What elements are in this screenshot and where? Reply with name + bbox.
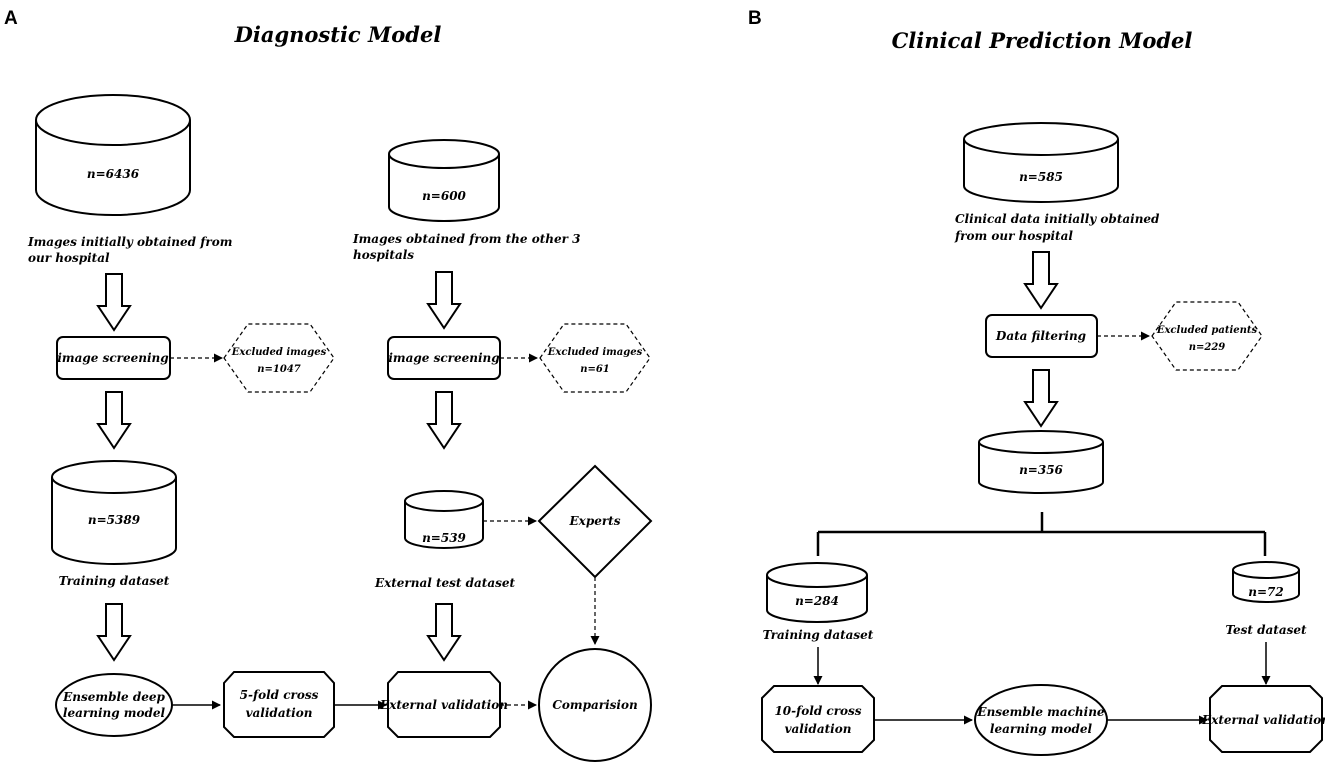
external-count: n=539 bbox=[422, 531, 466, 545]
ten-fold-cv-line2: validation bbox=[785, 722, 852, 736]
right-source-caption-line2: hospitals bbox=[353, 248, 414, 262]
comparison-circle bbox=[538, 648, 652, 762]
clinical-test-cylinder bbox=[1232, 561, 1300, 603]
split-connector bbox=[816, 512, 1267, 556]
five-fold-cv-box bbox=[223, 671, 335, 738]
clinical-external-validation-label: External validation bbox=[1201, 713, 1325, 727]
excluded-patients-label: Excluded patients bbox=[1156, 325, 1258, 336]
comparison-label: Comparision bbox=[552, 698, 637, 712]
hollow-down-arrow bbox=[1023, 369, 1059, 428]
ten-fold-cv-box bbox=[761, 685, 875, 753]
right-source-caption-line1: Images obtained from the other 3 bbox=[352, 232, 580, 246]
left-source-cylinder bbox=[35, 94, 191, 216]
hollow-down-arrow bbox=[96, 391, 132, 450]
training-count: n=5389 bbox=[88, 513, 141, 527]
clinical-test-count: n=72 bbox=[1248, 585, 1283, 599]
clinical-source-count: n=585 bbox=[1019, 170, 1063, 184]
five-fold-cv-line2: validation bbox=[246, 706, 313, 720]
ensemble-machine-learning-ellipse bbox=[974, 684, 1108, 756]
left-excluded-hexagon bbox=[223, 323, 335, 393]
external-test-cylinder bbox=[404, 490, 484, 549]
ensemble-deep-label-line1: Ensemble deep bbox=[62, 690, 165, 704]
panel-a-title: Diagnostic Model bbox=[234, 22, 442, 47]
external-validation-box bbox=[387, 671, 501, 738]
excluded-patients-count: n=229 bbox=[1189, 342, 1226, 353]
ensemble-machine-label-line1: Ensemble machine bbox=[976, 705, 1105, 719]
clinical-training-caption: Training dataset bbox=[763, 628, 874, 642]
data-filtering-label: Data filtering bbox=[995, 329, 1086, 343]
right-source-cylinder bbox=[388, 139, 500, 222]
clinical-training-count: n=284 bbox=[795, 594, 839, 608]
left-excluded-count: n=1047 bbox=[257, 364, 301, 375]
left-excluded-label: Excluded images bbox=[231, 347, 327, 358]
left-source-count: n=6436 bbox=[87, 167, 140, 181]
ensemble-machine-label-line2: learning model bbox=[990, 722, 1093, 736]
clinical-external-validation-box bbox=[1209, 685, 1323, 753]
right-source-count: n=600 bbox=[422, 189, 466, 203]
left-source-caption-line1: Images initially obtained from bbox=[27, 235, 232, 249]
left-source-caption-line2: our hospital bbox=[28, 251, 110, 265]
ensemble-deep-label-line2: learning model bbox=[63, 706, 166, 720]
clinical-test-caption: Test dataset bbox=[1225, 623, 1307, 637]
hollow-down-arrow bbox=[426, 391, 462, 450]
training-caption: Training dataset bbox=[59, 574, 170, 588]
filtered-cylinder bbox=[978, 430, 1104, 494]
panel-b-title: Clinical Prediction Model bbox=[892, 28, 1193, 53]
hollow-down-arrow bbox=[96, 273, 132, 332]
clinical-source-cylinder bbox=[963, 122, 1119, 203]
training-cylinder bbox=[51, 460, 177, 565]
external-caption: External test dataset bbox=[374, 576, 516, 590]
hollow-down-arrow bbox=[1023, 251, 1059, 310]
hollow-down-arrow bbox=[426, 603, 462, 662]
external-validation-label: External validation bbox=[379, 698, 508, 712]
clinical-source-caption-line1: Clinical data initially obtained bbox=[955, 212, 1160, 226]
right-excluded-hexagon bbox=[539, 323, 651, 393]
hollow-down-arrow bbox=[96, 603, 132, 662]
left-image-screening-label: image screening bbox=[57, 351, 168, 365]
right-excluded-count: n=61 bbox=[580, 364, 610, 375]
right-image-screening-label: image screening bbox=[388, 351, 499, 365]
panel-a-letter: A bbox=[4, 8, 18, 29]
clinical-training-cylinder bbox=[766, 562, 868, 623]
panel-b-letter: B bbox=[748, 8, 762, 29]
five-fold-cv-line1: 5-fold cross bbox=[240, 688, 319, 702]
ensemble-deep-learning-ellipse bbox=[55, 673, 173, 737]
experts-label: Experts bbox=[569, 514, 621, 528]
right-excluded-label: Excluded images bbox=[547, 347, 643, 358]
excluded-patients-hexagon bbox=[1151, 301, 1263, 371]
hollow-down-arrow bbox=[426, 271, 462, 330]
clinical-source-caption-line2: from our hospital bbox=[954, 229, 1073, 243]
filtered-count: n=356 bbox=[1019, 463, 1063, 477]
ten-fold-cv-line1: 10-fold cross bbox=[774, 704, 861, 718]
